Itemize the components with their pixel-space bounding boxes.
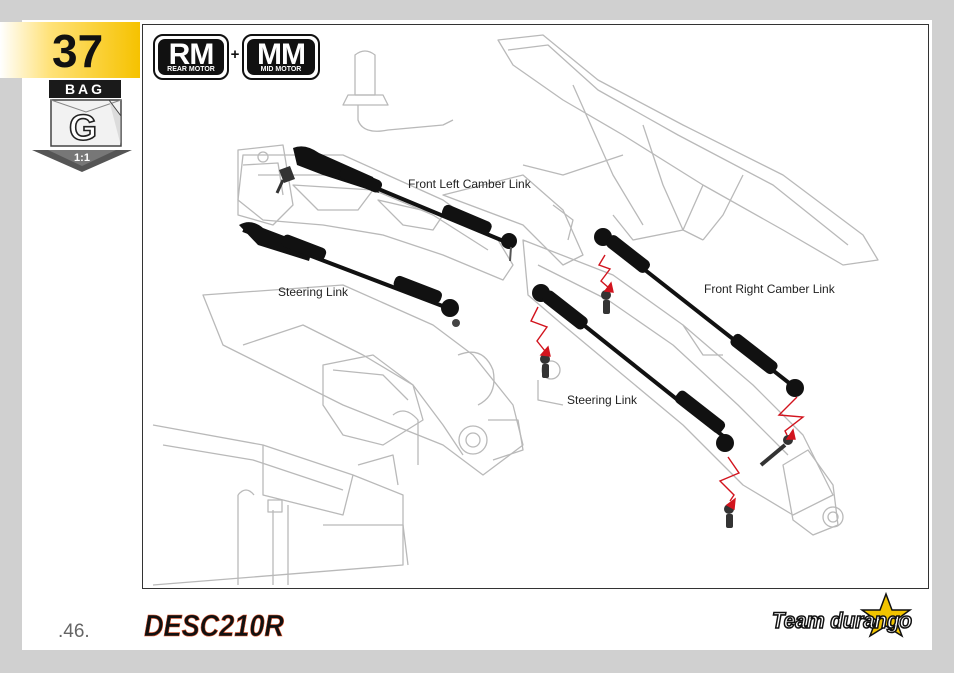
callout-front-right-camber-link: Front Right Camber Link	[704, 282, 835, 296]
bag-label: BAG	[49, 80, 121, 98]
bag-icon: G	[50, 99, 122, 149]
arrow-1	[597, 254, 614, 293]
mid-motor-badge: MM MID MOTOR	[242, 34, 320, 80]
plus-sign: +	[230, 46, 240, 63]
front-left-camber-link	[275, 146, 517, 262]
mid-motor-caption: MID MOTOR	[260, 66, 302, 73]
scale-text: 1:1	[74, 152, 90, 164]
chassis-line-art	[152, 34, 879, 586]
ball-stud-1	[601, 290, 611, 314]
arrow-3	[718, 456, 741, 511]
page-number: .46.	[58, 621, 90, 642]
scale-arrow-icon	[32, 150, 132, 172]
rear-motor-caption: REAR MOTOR	[167, 66, 215, 73]
steering-link-right	[532, 284, 734, 452]
steering-link-left	[239, 222, 460, 327]
team-durango-logo: Team durango	[771, 592, 913, 638]
product-logo-text: DESC210R	[144, 608, 285, 643]
mid-motor-code: MM	[257, 38, 306, 71]
bag-letter: G	[69, 107, 97, 148]
step-tab	[0, 22, 140, 78]
arrow-4	[777, 396, 805, 440]
step-number: 37	[52, 25, 104, 77]
arrow-2	[530, 306, 551, 357]
callout-steering-link-right: Steering Link	[567, 393, 638, 407]
diagram-frame	[142, 24, 929, 589]
rear-motor-code: RM	[168, 38, 215, 71]
rear-motor-badge: RM REAR MOTOR	[153, 34, 229, 80]
assembly-diagram	[152, 34, 879, 586]
ball-stud-hardware	[540, 290, 793, 528]
desc210r-logo: DESC210R	[140, 607, 290, 643]
callout-steering-link-left: Steering Link	[278, 285, 349, 299]
front-right-camber-link	[594, 228, 804, 397]
brand-logo-text: Team durango	[772, 608, 912, 633]
callout-front-left-camber-link: Front Left Camber Link	[408, 177, 531, 191]
insertion-arrows	[530, 254, 805, 511]
ball-stud-2	[540, 354, 550, 378]
